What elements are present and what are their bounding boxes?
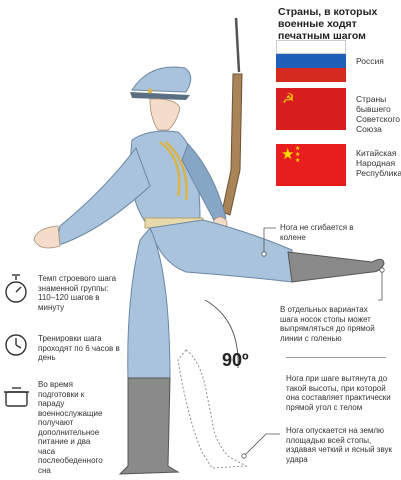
note-toe: В отдельных вариантах шага носок стопы м… [280,305,375,343]
note-leg-height: Нога при шаге вытянута до такой высоты, … [286,374,391,412]
note-knee: Нога не сгибается в колене [280,223,354,242]
star-icon: ★ [281,146,295,163]
separator [286,357,386,358]
flag-china: ★ ★★★ [276,144,346,186]
flag-ussr: ☭ [276,88,346,130]
aiguillette [159,141,188,201]
note-training: Тренировки шага проходят по 6 часов в де… [38,334,120,362]
standing-boot [118,377,180,475]
hammer-sickle-icon: ☭ [282,90,295,106]
small-stars-icon: ★★★ [295,146,301,164]
pot-icon [4,387,29,407]
raised-boot [287,251,385,283]
angle-arc [204,299,239,369]
left-hand [33,225,61,249]
pointer-lines [241,227,385,459]
clock-icon [5,334,27,356]
ghost-leg [177,349,248,469]
note-step-tempo: Темп строевого шага знаменной группы: 11… [38,274,117,312]
raised-leg [149,219,293,283]
cap-icon [130,66,192,100]
head [149,98,181,131]
flag-label-russia: Россия [356,56,384,66]
flag-label-china: Китайская Народная Республика [356,148,401,178]
rifle-icon [221,17,243,216]
stopwatch-icon [5,274,27,303]
note-landing: Нога опускается на землю площадью всей с… [286,426,393,464]
left-arm [55,146,151,247]
page-title: Страны, в которых военные ходят печатным… [278,6,378,42]
angle-label: 90º [222,350,249,370]
flag-label-ussr: Страны бывшего Советского Союза [356,94,400,134]
flag-russia [276,40,346,82]
note-nutrition: Во время подготовки к параду военнослужа… [38,380,103,475]
